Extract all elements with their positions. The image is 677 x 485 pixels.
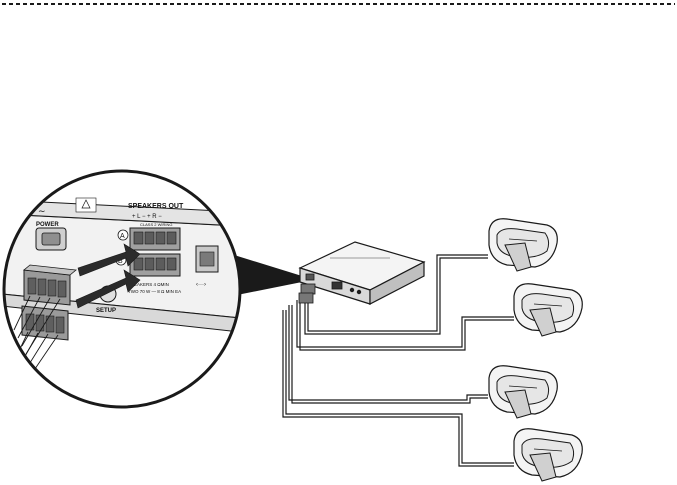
wire-speaker-1 (304, 257, 488, 335)
amplifier-icon (298, 241, 426, 305)
plug-connector-upper (23, 264, 77, 306)
speaker-icon (513, 428, 583, 482)
speaker-icon (488, 365, 558, 419)
speaker-wires (282, 254, 514, 467)
insert-arrow-lower (75, 269, 141, 309)
wire-speaker-3 (291, 305, 488, 404)
polarity-label: + L − + R − (132, 214, 162, 220)
wire-speaker-2 (299, 300, 514, 351)
speaker-icon (513, 283, 583, 337)
model-note-line2: TWO 70 W — 8 Ω MIN EA (128, 289, 181, 294)
speaker-2 (513, 283, 583, 337)
power-symbol: ∼ (38, 206, 46, 216)
svg-text:‹···›: ‹···› (196, 282, 206, 288)
magnified-inset: ∼ POWER SPEAKERS OUT + L − + R − CLASS 2… (4, 171, 240, 407)
warning-icon (81, 199, 91, 209)
speakers-out-label: SPEAKERS OUT (128, 203, 184, 210)
warning-label (75, 197, 97, 213)
class-label: CLASS 2 WIRING (140, 222, 172, 227)
model-note-line1: SPEAKERS 4 ΩMIN (128, 282, 169, 287)
power-label: POWER (36, 222, 59, 228)
speaker-4 (513, 428, 583, 482)
speaker-1 (488, 218, 558, 272)
wire-speaker-4 (285, 310, 514, 464)
speaker-3 (488, 365, 558, 419)
channel-b-label: B (118, 258, 123, 265)
insert-arrow-upper (77, 243, 141, 277)
channel-a-marker (117, 229, 129, 241)
speaker-icon (488, 218, 558, 272)
setup-label: SETUP (96, 308, 116, 314)
channel-a-label: A (120, 233, 125, 240)
inset-border (2, 169, 242, 409)
